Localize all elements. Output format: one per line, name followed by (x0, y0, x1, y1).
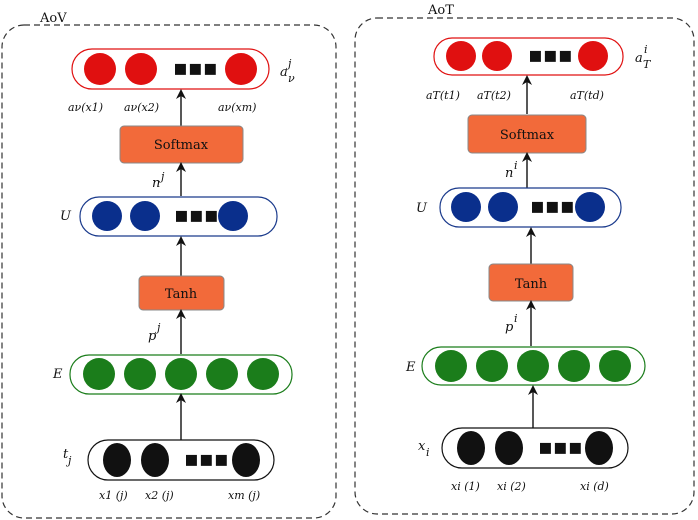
aov-t-label: t j (63, 447, 72, 467)
aov-u-node-n (218, 201, 248, 231)
aov-output-item-2: aν(x2) (124, 101, 159, 114)
aot-output-node-d (578, 41, 608, 71)
aov-input-item-m: xm (j) (228, 489, 260, 502)
svg-text:i: i (514, 159, 518, 172)
aot-input-layer: ▪▪▪ (441, 427, 629, 469)
aov-output-layer: ▪▪▪ (71, 48, 270, 90)
aov-softmax-box: Softmax (119, 125, 244, 164)
svg-text:i: i (514, 312, 518, 325)
svg-text:p: p (148, 329, 157, 344)
svg-text:Tanh: Tanh (165, 287, 198, 302)
aot-input-node-d (585, 431, 613, 465)
aov-tanh-box: Tanh (138, 275, 225, 311)
aov-panel-title: AoV (39, 11, 67, 26)
aot-output-node-1 (446, 41, 476, 71)
aot-e-node-2 (476, 350, 508, 382)
aov-n-label: n j (152, 170, 165, 191)
aov-e-node-4 (206, 358, 238, 390)
aov-p-label: p j (148, 321, 161, 344)
aot-output-item-1: aT(t1) (426, 89, 460, 102)
svg-text:t: t (63, 447, 69, 462)
aov-input-ellipsis: ▪▪▪ (184, 447, 229, 472)
aot-panel-title: AoT (427, 3, 454, 18)
svg-text:a: a (635, 51, 643, 66)
aot-input-ellipsis: ▪▪▪ (538, 435, 583, 460)
aot-input-node-2 (495, 431, 523, 465)
aot-u-label: U (416, 201, 428, 216)
svg-text:Softmax: Softmax (500, 128, 555, 143)
aot-e-node-4 (558, 350, 590, 382)
svg-text:T: T (643, 58, 652, 71)
aot-panel-border (354, 17, 695, 515)
aot-e-node-1 (435, 350, 467, 382)
aov-u-node-1 (92, 201, 122, 231)
aot-output-item-d: aT(td) (570, 89, 604, 102)
aot-u-node-2 (488, 192, 518, 222)
aov-e-node-1 (83, 358, 115, 390)
aot-e-node-3 (517, 350, 549, 382)
svg-text:x: x (418, 439, 426, 454)
aot-u-node-1 (451, 192, 481, 222)
aov-output-ellipsis: ▪▪▪ (173, 56, 218, 81)
aot-output-item-2: aT(t2) (477, 89, 511, 102)
aov-output-node-1 (84, 53, 116, 85)
aot-n-label: n i (505, 159, 518, 181)
aot-output-label: a i T (635, 43, 652, 71)
aot-u-node-n (575, 192, 605, 222)
aov-u-layer: ▪▪▪ (79, 196, 278, 237)
svg-text:n: n (152, 176, 160, 191)
aot-p-label: p i (505, 312, 518, 335)
svg-text:i: i (644, 43, 648, 56)
aov-input-node-m (232, 443, 260, 477)
aov-input-item-2: x2 (j) (145, 489, 174, 502)
aot-e-label: E (405, 360, 416, 375)
aot-input-node-1 (457, 431, 485, 465)
svg-text:n: n (505, 166, 513, 181)
aov-output-item-1: aν(x1) (68, 101, 103, 114)
aov-output-item-m: aν(xm) (218, 101, 256, 114)
aot-x-label: x i (418, 439, 430, 459)
svg-text:p: p (505, 320, 514, 335)
aot-input-item-1: xi (1) (451, 480, 480, 493)
aov-output-node-m (225, 53, 257, 85)
aov-u-label: U (60, 209, 72, 224)
aov-u-ellipsis: ▪▪▪ (174, 203, 219, 228)
aov-e-label: E (52, 367, 63, 382)
aov-output-node-2 (125, 53, 157, 85)
aot-output-node-2 (482, 41, 512, 71)
aot-input-item-2: xi (2) (497, 480, 526, 493)
svg-text:a: a (280, 65, 288, 80)
svg-text:j: j (154, 321, 161, 334)
aov-panel-border (1, 24, 337, 519)
aot-input-item-d: xi (d) (580, 480, 609, 493)
svg-text:i: i (426, 446, 430, 459)
aov-output-label: a j ν (280, 57, 295, 85)
aot-softmax-box: Softmax (467, 114, 587, 154)
aov-e-node-2 (124, 358, 156, 390)
aov-e-node-3 (165, 358, 197, 390)
aot-output-layer: ▪▪▪ (433, 37, 624, 76)
aov-input-node-2 (141, 443, 169, 477)
aov-input-item-1: x1 (j) (99, 489, 128, 502)
svg-text:j: j (65, 454, 72, 467)
aot-u-ellipsis: ▪▪▪ (530, 194, 575, 219)
svg-text:Softmax: Softmax (154, 138, 209, 153)
aot-tanh-box: Tanh (488, 263, 574, 302)
aov-e-node-5 (247, 358, 279, 390)
aov-input-layer: ▪▪▪ (87, 439, 275, 481)
aot-e-node-5 (599, 350, 631, 382)
aov-e-layer (69, 354, 293, 395)
aot-output-ellipsis: ▪▪▪ (528, 43, 573, 68)
svg-text:j: j (158, 170, 165, 183)
svg-text:Tanh: Tanh (515, 277, 548, 292)
aov-input-node-1 (103, 443, 131, 477)
aov-u-node-2 (130, 201, 160, 231)
svg-text:ν: ν (288, 72, 295, 85)
svg-text:j: j (285, 57, 292, 70)
aot-e-layer (421, 346, 646, 386)
aot-u-layer: ▪▪▪ (439, 187, 622, 228)
